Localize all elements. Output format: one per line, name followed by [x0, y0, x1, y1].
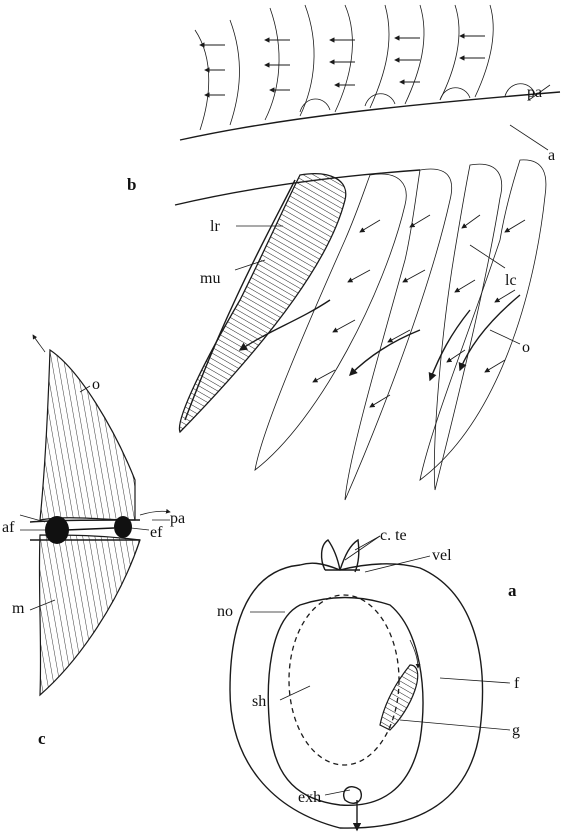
panel-b-drawing	[175, 5, 560, 500]
label-lc: lc	[505, 272, 517, 289]
panel-a-drawing	[230, 536, 510, 830]
label-sh: sh	[252, 693, 266, 710]
label-no: no	[217, 603, 233, 620]
label-exh: exh	[298, 789, 321, 806]
panel-label-b: b	[127, 175, 136, 194]
label-ef: ef	[150, 524, 163, 541]
label-a-b: a	[548, 147, 555, 164]
label-f: f	[514, 675, 520, 692]
label-o-b: o	[522, 339, 530, 356]
label-m: m	[12, 600, 25, 617]
label-pa-b: pa	[527, 84, 542, 101]
label-lr: lr	[210, 218, 220, 235]
label-g: g	[512, 722, 520, 739]
panel-label-c: c	[38, 729, 46, 748]
label-vel: vel	[432, 547, 452, 564]
label-af: af	[2, 519, 15, 536]
label-o-c: o	[92, 376, 100, 393]
label-c-te: c. te	[380, 527, 407, 544]
label-mu: mu	[200, 270, 220, 287]
panel-label-a: a	[508, 581, 517, 600]
label-pa-c: pa	[170, 510, 185, 527]
